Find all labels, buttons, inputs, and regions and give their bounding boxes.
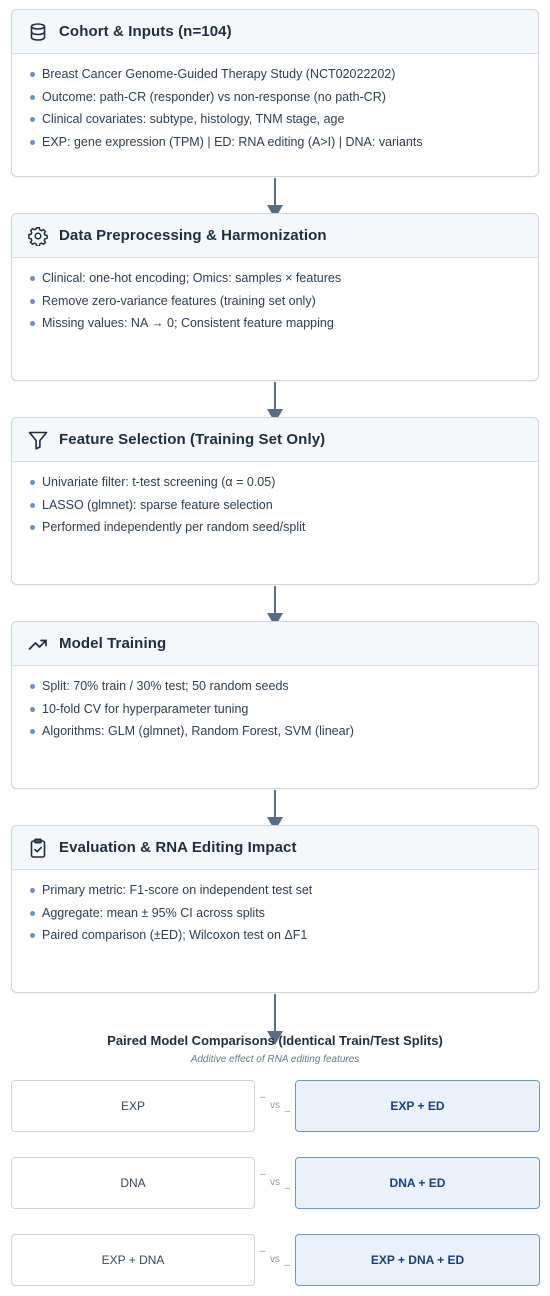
step-title: Model Training: [59, 635, 167, 652]
ed-model-box: EXP + ED: [295, 1080, 540, 1132]
baseline-model-box: EXP + DNA: [11, 1234, 255, 1286]
step-bullet: 10-fold CV for hyperparameter tuning: [30, 698, 522, 721]
step-card-preprocessing: Data Preprocessing & Harmonization Clini…: [11, 213, 539, 381]
step-bullet: Paired comparison (±ED); Wilcoxon test o…: [30, 924, 522, 947]
baseline-model-box: EXP: [11, 1080, 255, 1132]
comparisons-title: Paired Model Comparisons (Identical Trai…: [107, 1033, 443, 1048]
step-bullet: Missing values: NA → 0; Consistent featu…: [30, 312, 522, 335]
comparisons-subtitle: Additive effect of RNA editing features: [190, 1054, 360, 1065]
step-title: Data Preprocessing & Harmonization: [59, 227, 327, 244]
baseline-model-box: DNA: [11, 1157, 255, 1209]
baseline-model-label: EXP + DNA: [101, 1253, 165, 1267]
step-card-cohort: Cohort & Inputs (n=104) Breast Cancer Ge…: [11, 9, 539, 177]
vs-label: vs: [270, 1177, 280, 1188]
step-bullet: Split: 70% train / 30% test; 50 random s…: [30, 675, 522, 698]
ed-model-label: EXP + ED: [390, 1099, 445, 1113]
vs-connector: – vs –: [256, 1157, 294, 1209]
step-bullet: Remove zero-variance features (training …: [30, 290, 522, 313]
step-header: Evaluation & RNA Editing Impact: [12, 826, 538, 870]
step-title: Evaluation & RNA Editing Impact: [59, 839, 297, 856]
step-bullet: Outcome: path-CR (responder) vs non-resp…: [30, 86, 522, 109]
step-title: Cohort & Inputs (n=104): [59, 23, 232, 40]
database-icon: [28, 22, 48, 42]
ed-model-box: EXP + DNA + ED: [295, 1234, 540, 1286]
ed-model-label: EXP + DNA + ED: [370, 1253, 465, 1267]
vs-label: vs: [270, 1100, 280, 1111]
ed-model-label: DNA + ED: [389, 1176, 446, 1190]
flow-arrow: [267, 586, 283, 627]
vs-label: vs: [270, 1254, 280, 1265]
step-card-evaluation: Evaluation & RNA Editing Impact Primary …: [11, 825, 539, 993]
step-title: Feature Selection (Training Set Only): [59, 431, 326, 448]
vs-connector: – vs –: [256, 1080, 294, 1132]
step-card-feature-selection: Feature Selection (Training Set Only) Un…: [11, 417, 539, 585]
flow-arrow: [267, 382, 283, 423]
step-bullet: LASSO (glmnet): sparse feature selection: [30, 494, 522, 517]
step-header: Data Preprocessing & Harmonization: [12, 214, 538, 258]
gear-icon: [28, 226, 48, 246]
filter-icon: [28, 430, 48, 450]
baseline-model-label: DNA: [120, 1176, 146, 1190]
trend-icon: [28, 634, 48, 654]
step-bullet: Algorithms: GLM (glmnet), Random Forest,…: [30, 720, 522, 743]
vs-connector: – vs –: [256, 1234, 294, 1286]
flow-arrow: [267, 790, 283, 831]
step-bullet: Primary metric: F1-score on independent …: [30, 879, 522, 902]
clipboard-check-icon: [28, 837, 48, 858]
step-header: Cohort & Inputs (n=104): [12, 10, 538, 54]
step-bullet: Clinical: one-hot encoding; Omics: sampl…: [30, 267, 522, 290]
ed-model-box: DNA + ED: [295, 1157, 540, 1209]
step-bullet: Clinical covariates: subtype, histology,…: [30, 108, 522, 131]
flow-arrow: [267, 178, 283, 219]
step-header: Feature Selection (Training Set Only): [12, 418, 538, 462]
baseline-model-label: EXP: [120, 1099, 145, 1113]
step-bullet: Breast Cancer Genome-Guided Therapy Stud…: [30, 63, 522, 86]
step-bullet: Performed independently per random seed/…: [30, 516, 522, 539]
step-header: Model Training: [12, 622, 538, 666]
flow-arrow: [267, 994, 283, 1045]
step-bullet: Univariate filter: t-test screening (α =…: [30, 471, 522, 494]
step-bullet: Aggregate: mean ± 95% CI across splits: [30, 902, 522, 925]
step-card-model-training: Model Training Split: 70% train / 30% te…: [11, 621, 539, 789]
step-bullet: EXP: gene expression (TPM) | ED: RNA edi…: [30, 131, 522, 154]
